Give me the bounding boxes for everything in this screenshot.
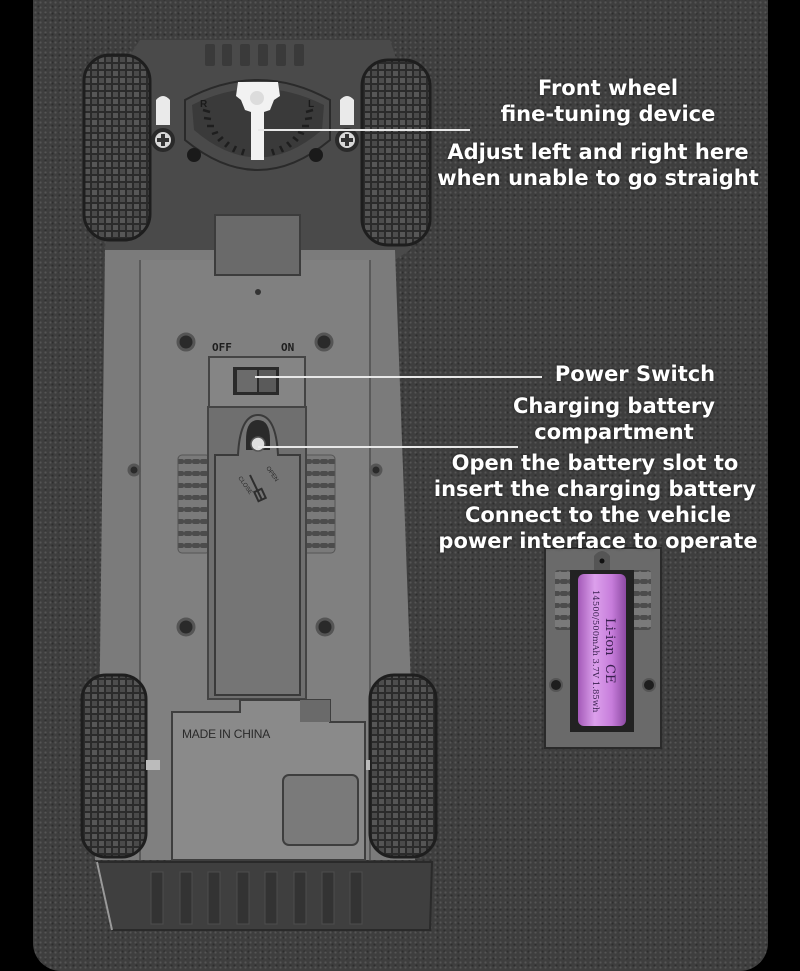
switch-on-label: ON: [281, 341, 294, 354]
battery-cell: [578, 574, 626, 726]
front-axle-screws: [151, 96, 359, 152]
battery-spec: 14500/500mAh 3.7V 1.85wh: [590, 590, 600, 713]
battery-title-line1: Charging battery: [513, 394, 715, 418]
front-wheel-desc-line2: when unable to go straight: [437, 166, 759, 190]
front-right-wheel: [360, 58, 432, 247]
battery-cert: CE: [602, 664, 617, 684]
rear-section: [171, 699, 366, 861]
front-wheel-title-line2: fine-tuning device: [500, 102, 716, 126]
battery-desc-line4: power interface to operate: [438, 529, 758, 553]
battery-desc-line3: Connect to the vehicle: [464, 503, 732, 527]
right-vent-grill: [302, 454, 336, 554]
dial-label-l: L: [308, 99, 314, 110]
front-wheel-trim-dial: R L: [184, 79, 331, 171]
battery-brand: Li-ion: [602, 618, 617, 656]
front-left-wheel: [82, 53, 152, 242]
front-wheel-desc-line1: Adjust left and right here: [447, 140, 749, 164]
battery-desc-line2: insert the charging battery: [433, 477, 757, 501]
switch-off-label: OFF: [212, 341, 232, 354]
power-switch: [208, 356, 306, 408]
front-wheel-title-line1: Front wheel: [537, 76, 679, 100]
rear-bumper: [95, 861, 434, 931]
dial-label-r: R: [200, 99, 208, 110]
made-in-china-marking: MADE IN CHINA: [182, 727, 271, 741]
left-vent-grill: [177, 454, 211, 554]
battery-compartment-inset: [544, 547, 662, 749]
chassis-screw-holes: [127, 332, 383, 637]
battery-desc-line1: Open the battery slot to: [451, 451, 739, 475]
battery-cover: OPEN CLOSE: [207, 406, 307, 700]
rear-left-wheel: [80, 673, 160, 859]
rear-right-wheel: [356, 673, 438, 859]
battery-title-line2: compartment: [534, 420, 694, 444]
power-switch-title: Power Switch: [554, 362, 716, 386]
